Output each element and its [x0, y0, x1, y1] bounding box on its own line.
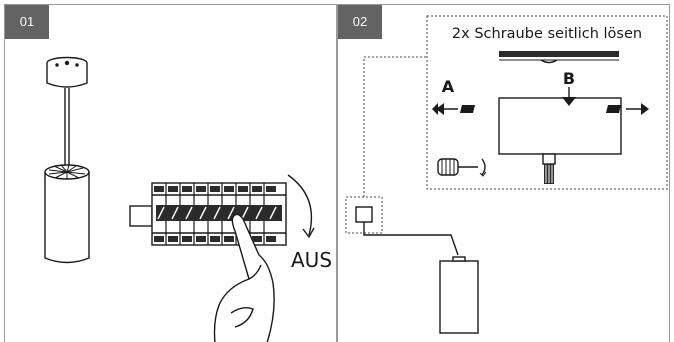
- step-1-illustration: AUS: [44, 56, 332, 342]
- arrow-right-icon: [606, 103, 649, 115]
- step-number-badge: 02: [338, 5, 382, 39]
- canopy-body-icon: [498, 97, 622, 155]
- led-driver-icon: [439, 256, 479, 334]
- curved-arrow-icon: [287, 174, 315, 239]
- callout-leader-line: [363, 56, 427, 197]
- off-label: AUS: [291, 248, 332, 272]
- label-a: A: [442, 77, 455, 96]
- step-caption: 2x Schraube seitlich lösen: [452, 26, 642, 42]
- step-number-badge: 01: [5, 5, 49, 39]
- mounting-plate-icon: [499, 51, 619, 64]
- suspension-cable-icon: [64, 88, 70, 167]
- screwdriver-icon: [437, 158, 487, 177]
- circuit-breaker-panel-icon: [129, 182, 287, 246]
- junction-box-icon: [355, 206, 373, 223]
- step-2-illustration: 2x Schraube seitlich lösen: [345, 15, 668, 334]
- hand-icon: [213, 213, 275, 342]
- detail-callout-frame: [426, 15, 668, 190]
- arrow-down-icon: [562, 87, 576, 106]
- cable-stub-icon: [544, 164, 554, 184]
- cable-gland-icon: [542, 153, 556, 165]
- label-b: B: [563, 69, 575, 88]
- pendant-lamp-icon: [44, 164, 90, 264]
- panel-step-2: 02 2x Schraube seitlich lösen: [337, 4, 670, 342]
- driver-cable-icon: [363, 222, 459, 256]
- panel-step-1: 01: [4, 4, 337, 342]
- arrow-left-icon: [432, 103, 475, 115]
- ceiling-canopy-icon: [46, 56, 88, 88]
